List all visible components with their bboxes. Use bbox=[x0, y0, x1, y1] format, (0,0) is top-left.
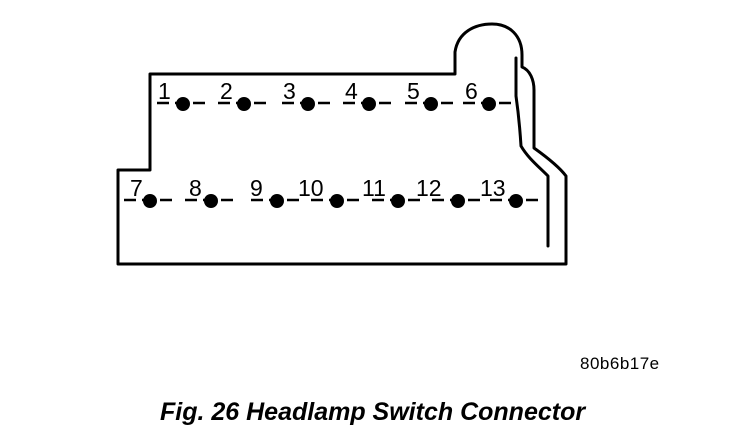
pin-10-label: 10 bbox=[298, 175, 324, 201]
bottom-pin-row: 7 8 9 10 11 12 13 bbox=[124, 175, 538, 208]
pin-5: 5 bbox=[405, 78, 453, 111]
pin-12-label: 12 bbox=[416, 175, 442, 201]
pin-5-label: 5 bbox=[407, 78, 420, 104]
pin-12: 12 bbox=[416, 175, 480, 208]
pin-13: 13 bbox=[480, 175, 538, 208]
pin-5-contact bbox=[424, 97, 438, 111]
pin-6: 6 bbox=[463, 78, 511, 111]
reference-code: 80b6b17e bbox=[580, 354, 660, 373]
pin-8-contact bbox=[204, 194, 218, 208]
pin-7-contact bbox=[143, 194, 157, 208]
top-pin-row: 1 2 3 4 5 6 bbox=[157, 78, 511, 111]
pin-9-contact bbox=[270, 194, 284, 208]
pin-8-label: 8 bbox=[189, 175, 202, 201]
pin-1-contact bbox=[176, 97, 190, 111]
pin-7-label: 7 bbox=[130, 175, 143, 201]
pin-6-label: 6 bbox=[465, 78, 478, 104]
pin-3-label: 3 bbox=[283, 78, 296, 104]
pin-4: 4 bbox=[343, 78, 391, 111]
pin-12-contact bbox=[451, 194, 465, 208]
pin-11: 11 bbox=[362, 175, 420, 208]
connector-outline bbox=[116, 22, 568, 266]
pin-2-contact bbox=[237, 97, 251, 111]
pin-11-contact bbox=[391, 194, 405, 208]
latch-inner-line bbox=[514, 56, 550, 248]
pin-4-label: 4 bbox=[345, 78, 358, 104]
pin-7: 7 bbox=[124, 175, 172, 208]
pin-6-contact bbox=[482, 97, 496, 111]
pin-13-contact bbox=[509, 194, 523, 208]
pin-9-label: 9 bbox=[250, 175, 263, 201]
pin-1-label: 1 bbox=[158, 78, 171, 104]
pin-3: 3 bbox=[282, 78, 330, 111]
pin-2: 2 bbox=[218, 78, 266, 111]
pin-1: 1 bbox=[157, 78, 205, 111]
pin-8: 8 bbox=[185, 175, 233, 208]
pin-2-label: 2 bbox=[220, 78, 233, 104]
pin-11-label: 11 bbox=[362, 175, 386, 201]
figure-caption: Fig. 26 Headlamp Switch Connector bbox=[160, 398, 586, 426]
pin-4-contact bbox=[362, 97, 376, 111]
pin-3-contact bbox=[301, 97, 315, 111]
pin-13-label: 13 bbox=[480, 175, 506, 201]
pin-10: 10 bbox=[298, 175, 359, 208]
pin-9: 9 bbox=[250, 175, 299, 208]
pin-10-contact bbox=[330, 194, 344, 208]
